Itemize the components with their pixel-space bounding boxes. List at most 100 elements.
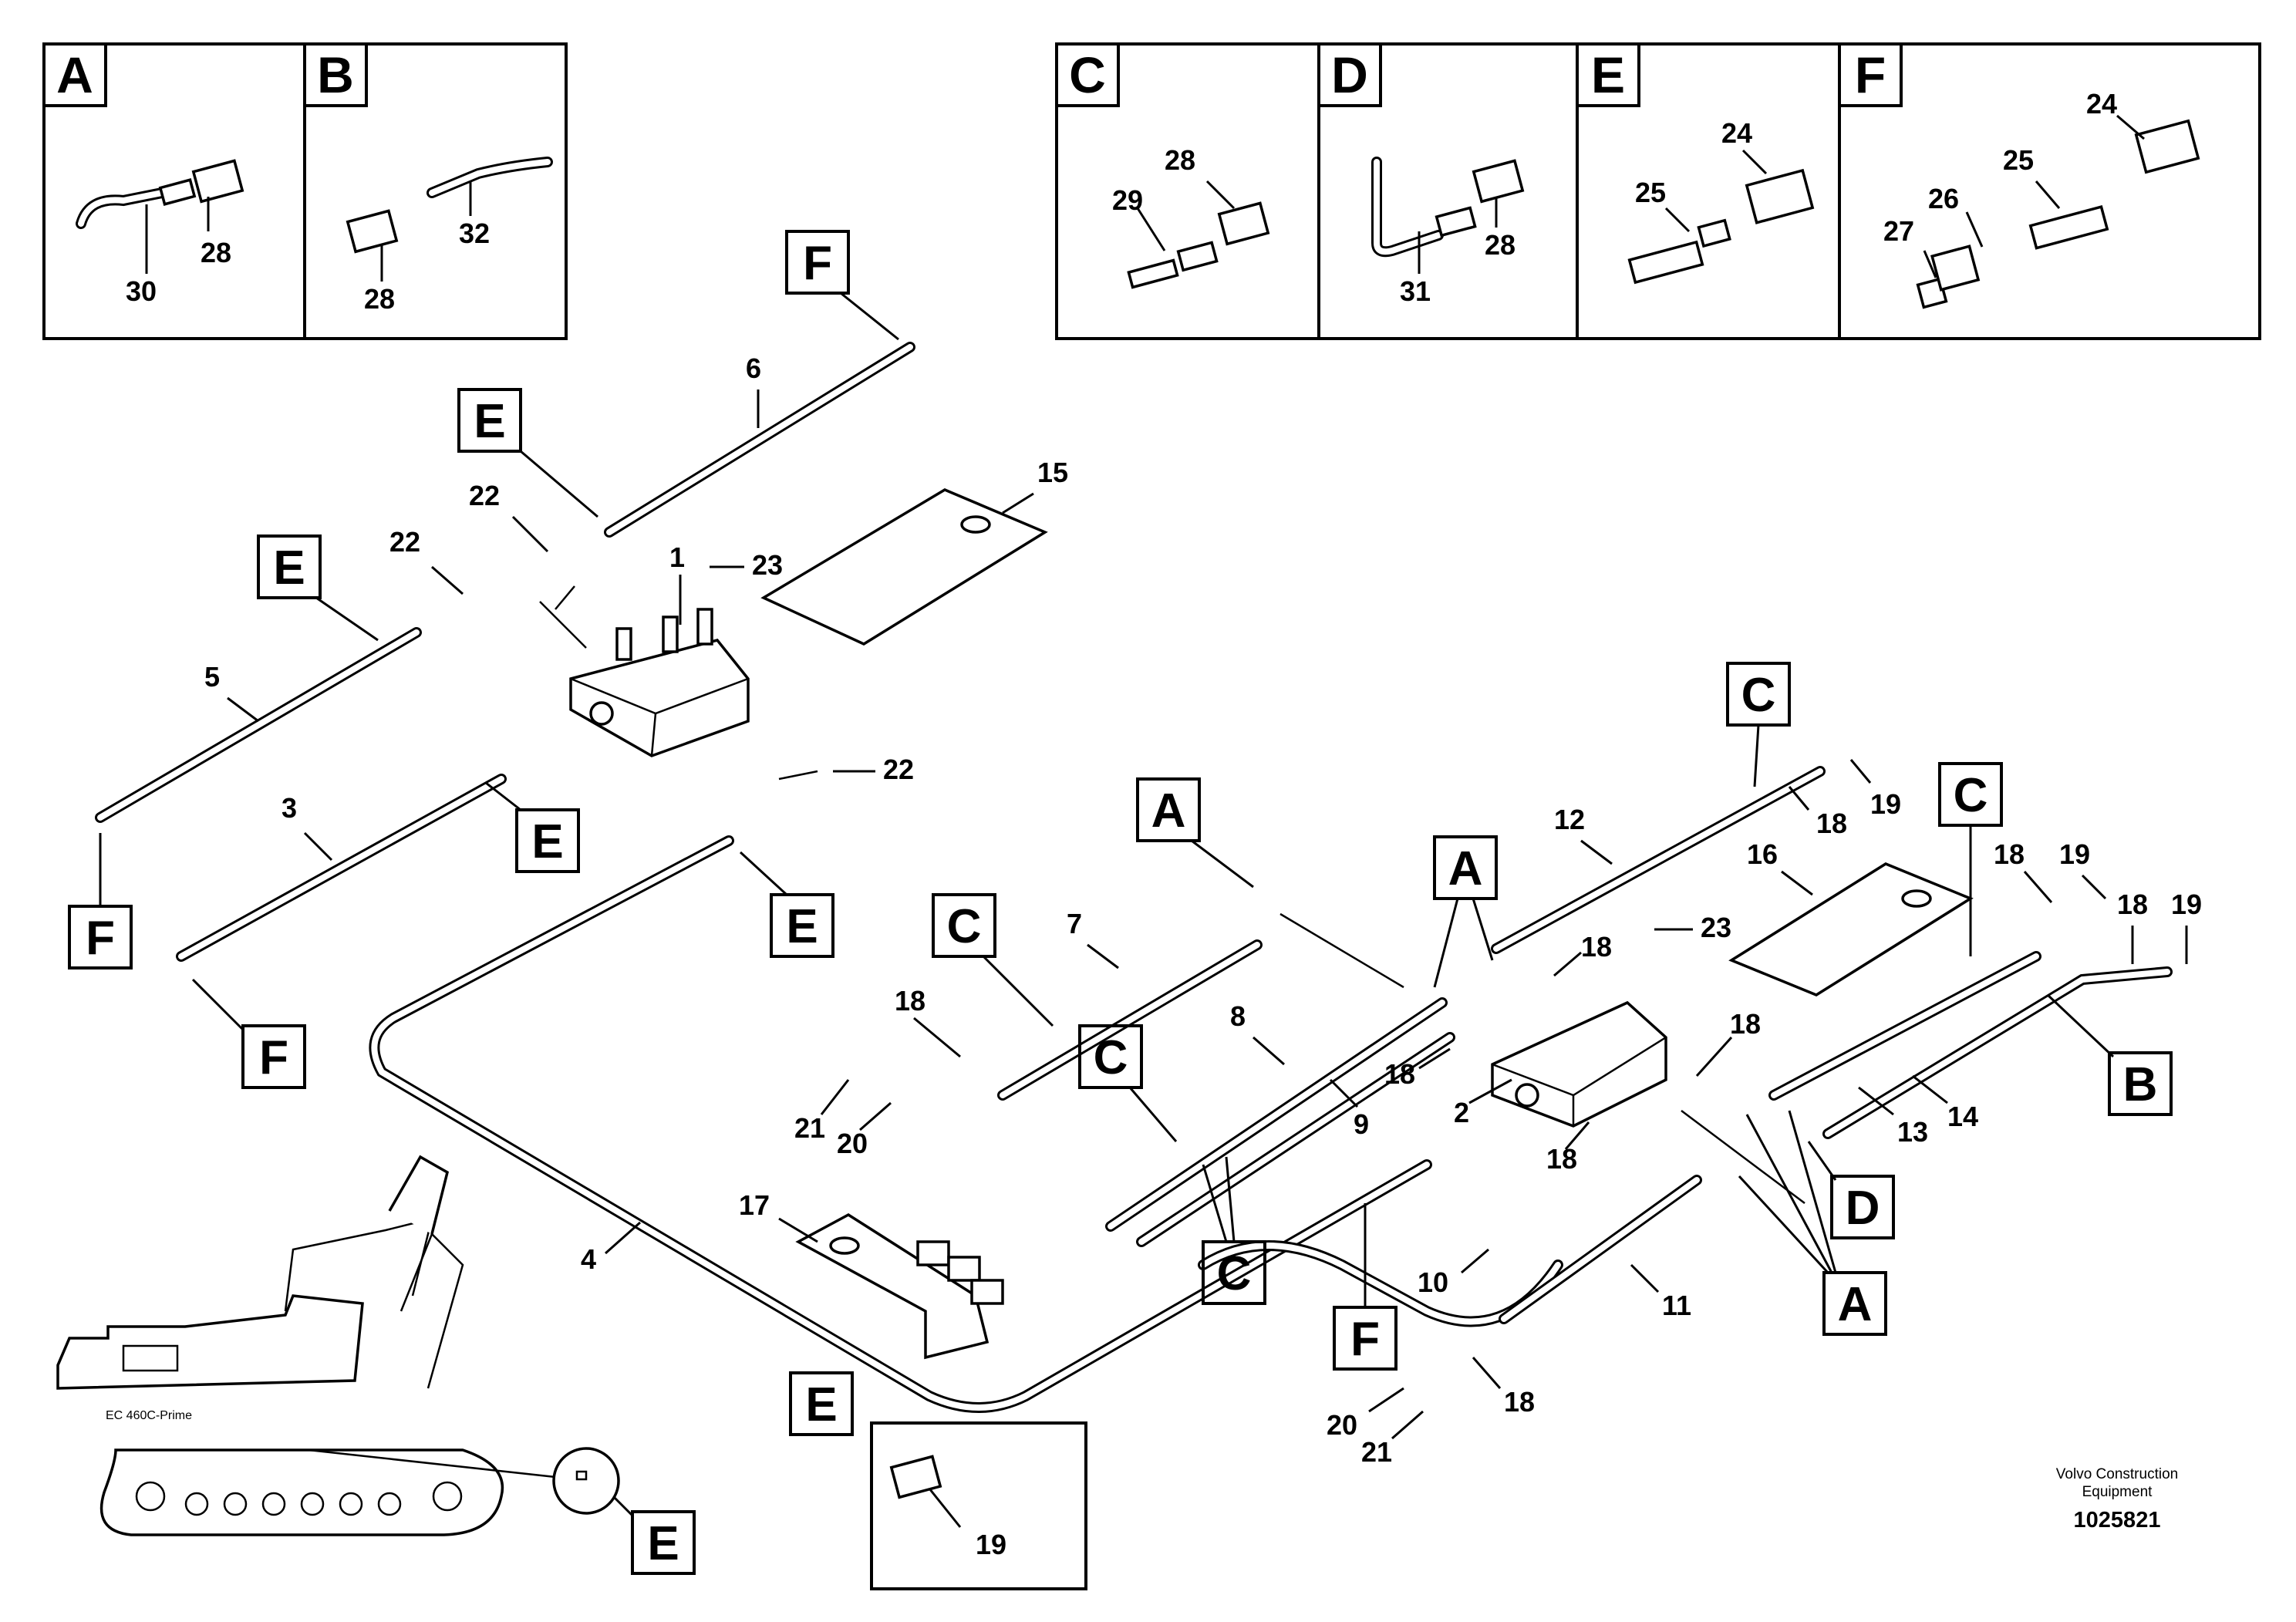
legend-box-b: B 28 32: [303, 42, 553, 315]
inset-part-19: 19: [870, 1421, 1087, 1590]
label-18-d: 18: [1730, 1008, 1761, 1040]
svg-text:C: C: [947, 900, 982, 953]
legend-box-f: F 27 26 25 24: [1838, 42, 2200, 309]
legend-f-part-26: 26: [1928, 183, 1959, 214]
callout-e-4: E: [739, 851, 834, 958]
label-19-a: 19: [1870, 788, 1901, 820]
svg-text:B: B: [2123, 1058, 2158, 1111]
label-22-b: 22: [389, 526, 420, 558]
callout-b-1: B: [2046, 993, 2173, 1116]
valve-block-2: [1491, 1000, 1667, 1128]
callout-a-2: A: [1433, 835, 1498, 988]
legend-f-part-24: 24: [2086, 88, 2117, 120]
legend-box-c: C 29 28: [1055, 42, 1270, 289]
callout-f-4: F: [1333, 1203, 1397, 1371]
svg-text:C: C: [1741, 669, 1776, 722]
label-18-g: 18: [1994, 838, 2025, 870]
manufacturer-label: Volvo Construction Equipment: [2055, 1466, 2179, 1500]
legend-d-part-28: 28: [1485, 229, 1515, 261]
legend-b-part-28: 28: [364, 283, 395, 315]
label-2: 2: [1454, 1097, 1469, 1128]
mounting-bracket-17: [795, 1212, 1004, 1360]
legend-letter-b: B: [317, 46, 354, 103]
callouts: F E E F E F: [68, 230, 2173, 1575]
svg-text:C: C: [1094, 1031, 1128, 1084]
legend-letter-f: F: [1855, 46, 1886, 103]
callout-f-3: F: [191, 978, 306, 1089]
label-22-a: 22: [469, 480, 500, 511]
callout-f-2: F: [68, 833, 133, 969]
legend-box-a: A 30 28: [42, 42, 244, 307]
valve-block-1: [569, 608, 750, 757]
legend-a-part-30: 30: [126, 275, 157, 307]
legend-letter-a: A: [56, 46, 93, 103]
svg-text:D: D: [1846, 1182, 1880, 1235]
label-18-b: 18: [1581, 931, 1612, 963]
svg-text:F: F: [803, 237, 832, 290]
svg-text:A: A: [1838, 1278, 1873, 1331]
svg-text:E: E: [647, 1517, 679, 1570]
callout-d-1: D: [1807, 1141, 1895, 1239]
legend-e-part-24: 24: [1721, 117, 1752, 149]
svg-text:E: E: [531, 815, 563, 868]
legend-e-part-25: 25: [1635, 177, 1666, 208]
label-20-b: 20: [1327, 1409, 1357, 1441]
label-1: 1: [669, 541, 685, 573]
legend-c-part-29: 29: [1112, 184, 1143, 216]
zoom-circle: [552, 1447, 620, 1515]
legend-group-cdef: C 29 28 D 31 28 E: [1055, 42, 2261, 340]
callout-e-2: E: [257, 534, 379, 642]
legend-d-part-31: 31: [1400, 275, 1431, 307]
callout-e-5: E: [789, 1371, 854, 1436]
mounting-plate-16: [1728, 862, 1974, 996]
label-18-f: 18: [1816, 808, 1847, 839]
legend-f-part-25: 25: [2003, 144, 2034, 176]
label-17: 17: [739, 1189, 770, 1221]
label-6: 6: [746, 352, 761, 384]
svg-text:C: C: [1217, 1247, 1252, 1300]
label-22-c: 22: [883, 754, 914, 785]
label-3: 3: [282, 792, 297, 824]
legend-f-part-27: 27: [1883, 215, 1914, 247]
label-4: 4: [581, 1243, 596, 1275]
legend-letter-c: C: [1069, 46, 1106, 103]
label-16: 16: [1747, 838, 1778, 870]
label-18-h: 18: [2117, 889, 2148, 920]
label-18-c: 18: [1384, 1058, 1415, 1090]
label-9: 9: [1354, 1108, 1369, 1140]
svg-text:E: E: [786, 900, 818, 953]
label-11: 11: [1662, 1290, 1691, 1321]
mounting-plate-15: [760, 488, 1048, 646]
svg-text:F: F: [1350, 1313, 1380, 1366]
svg-text:A: A: [1448, 842, 1483, 895]
callout-f-1: F: [785, 230, 899, 341]
svg-text:E: E: [474, 395, 505, 448]
callout-c-2: C: [1078, 1024, 1178, 1142]
svg-text:A: A: [1151, 784, 1186, 838]
label-19-c: 19: [2171, 889, 2202, 920]
label-13: 13: [1897, 1116, 1928, 1148]
label-20-a: 20: [837, 1128, 868, 1159]
callout-e-1: E: [457, 388, 598, 518]
label-15: 15: [1037, 457, 1068, 488]
label-18-i: 18: [1504, 1386, 1535, 1418]
inset-label-19: 19: [976, 1529, 1006, 1560]
legend-letter-e: E: [1591, 46, 1625, 103]
hoses: [95, 342, 2173, 1413]
part-labels: 1 2 3 4 5 6 7 8 9 10 11 12 13 14 15 16 1…: [204, 352, 2202, 1468]
callout-e-3: E: [485, 781, 580, 873]
label-23-b: 23: [1701, 912, 1731, 943]
svg-text:F: F: [259, 1031, 288, 1084]
label-8: 8: [1230, 1000, 1246, 1032]
legend-a-part-28: 28: [201, 237, 231, 268]
label-10: 10: [1418, 1266, 1448, 1298]
label-21-b: 21: [1361, 1436, 1392, 1468]
machine-model-label: EC 460C-Prime: [106, 1409, 192, 1422]
label-18-e: 18: [1546, 1143, 1577, 1175]
callout-c-3: C: [1202, 1156, 1266, 1305]
legend-b-part-32: 32: [459, 218, 490, 249]
label-18-a: 18: [895, 985, 925, 1017]
label-21-a: 21: [794, 1112, 825, 1144]
svg-text:F: F: [86, 912, 115, 965]
svg-text:E: E: [273, 541, 305, 595]
